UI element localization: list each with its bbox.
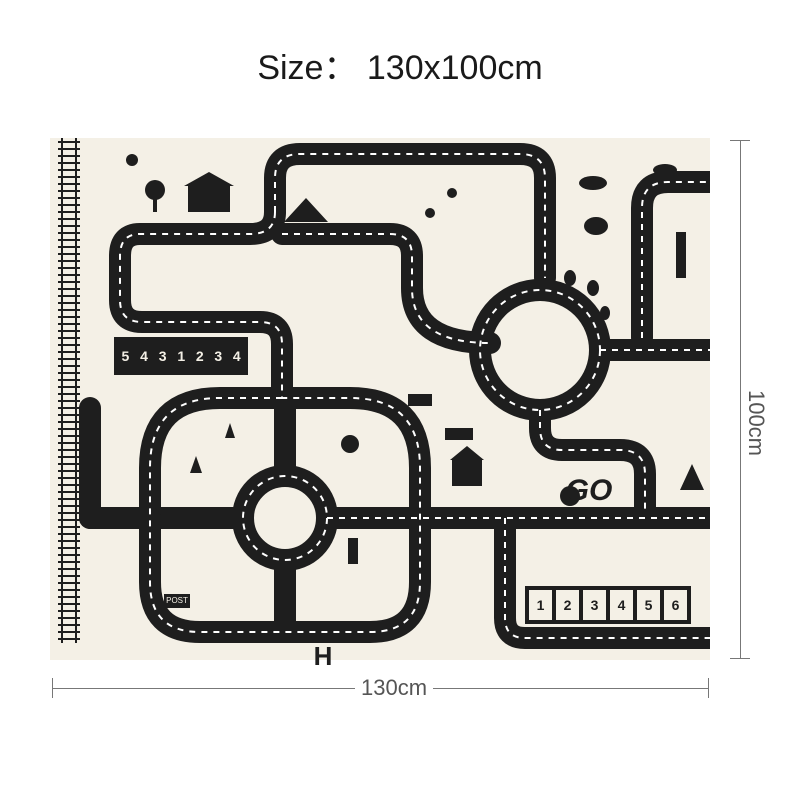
mountain-icon [284,198,328,222]
parking-slot: 5 [118,341,133,371]
road-map [58,138,710,649]
helicopter-icon [584,217,608,235]
go-label: GO [565,474,613,507]
height-tick-top [730,140,750,141]
height-dimension-line [740,140,741,658]
lane-markings [119,153,710,639]
parking-slot: 1 [529,590,552,620]
parking-slot: 3 [155,341,171,371]
parking-slot: 4 [610,590,633,620]
helipad-label: H [313,641,333,671]
roads [79,143,710,649]
decorations [126,154,704,564]
go-roundabout-island [504,314,576,386]
parking-slot: 2 [192,341,207,371]
tree-icon [145,180,165,200]
windmill-icon [447,188,457,198]
width-label: 130cm [355,675,434,701]
parking-slot: 2 [556,590,579,620]
dolphin-icon [341,435,359,453]
tent-icon [680,464,704,490]
parking-bottom: 1 2 3 4 5 6 [525,586,691,624]
sun-icon [126,154,138,166]
barn-icon [452,460,482,486]
house-icon [188,186,230,212]
helipad-island [263,496,307,540]
sailboat-icon [225,423,235,438]
height-tick-bottom [730,658,750,659]
parking-slot: 4 [229,341,244,371]
parking-slot: 3 [211,341,226,371]
size-title: Size： 130x100cm [257,49,543,87]
parking-slot: 4 [136,341,152,371]
width-tick-left [52,678,53,698]
cloud-icon [579,176,607,190]
parking-slot: 3 [583,590,606,620]
parking-left-a: 5 4 3 [114,337,174,375]
post-sign: POST [164,594,190,608]
width-tick-right [708,678,709,698]
balloon-icon [564,270,576,286]
parking-slot: 6 [664,590,687,620]
play-mat: GO H POST 5 4 3 1 2 3 4 1 2 3 4 5 6 [50,138,710,671]
parking-slot: 5 [637,590,660,620]
figure-icon [348,538,358,564]
height-label: 100cm [743,379,769,467]
cow-icon [408,394,432,406]
parking-left-b: 1 2 3 4 [170,337,248,375]
house-roof-icon [184,172,234,186]
parking-slot: 1 [174,341,189,371]
railway-track-icon [58,138,80,643]
